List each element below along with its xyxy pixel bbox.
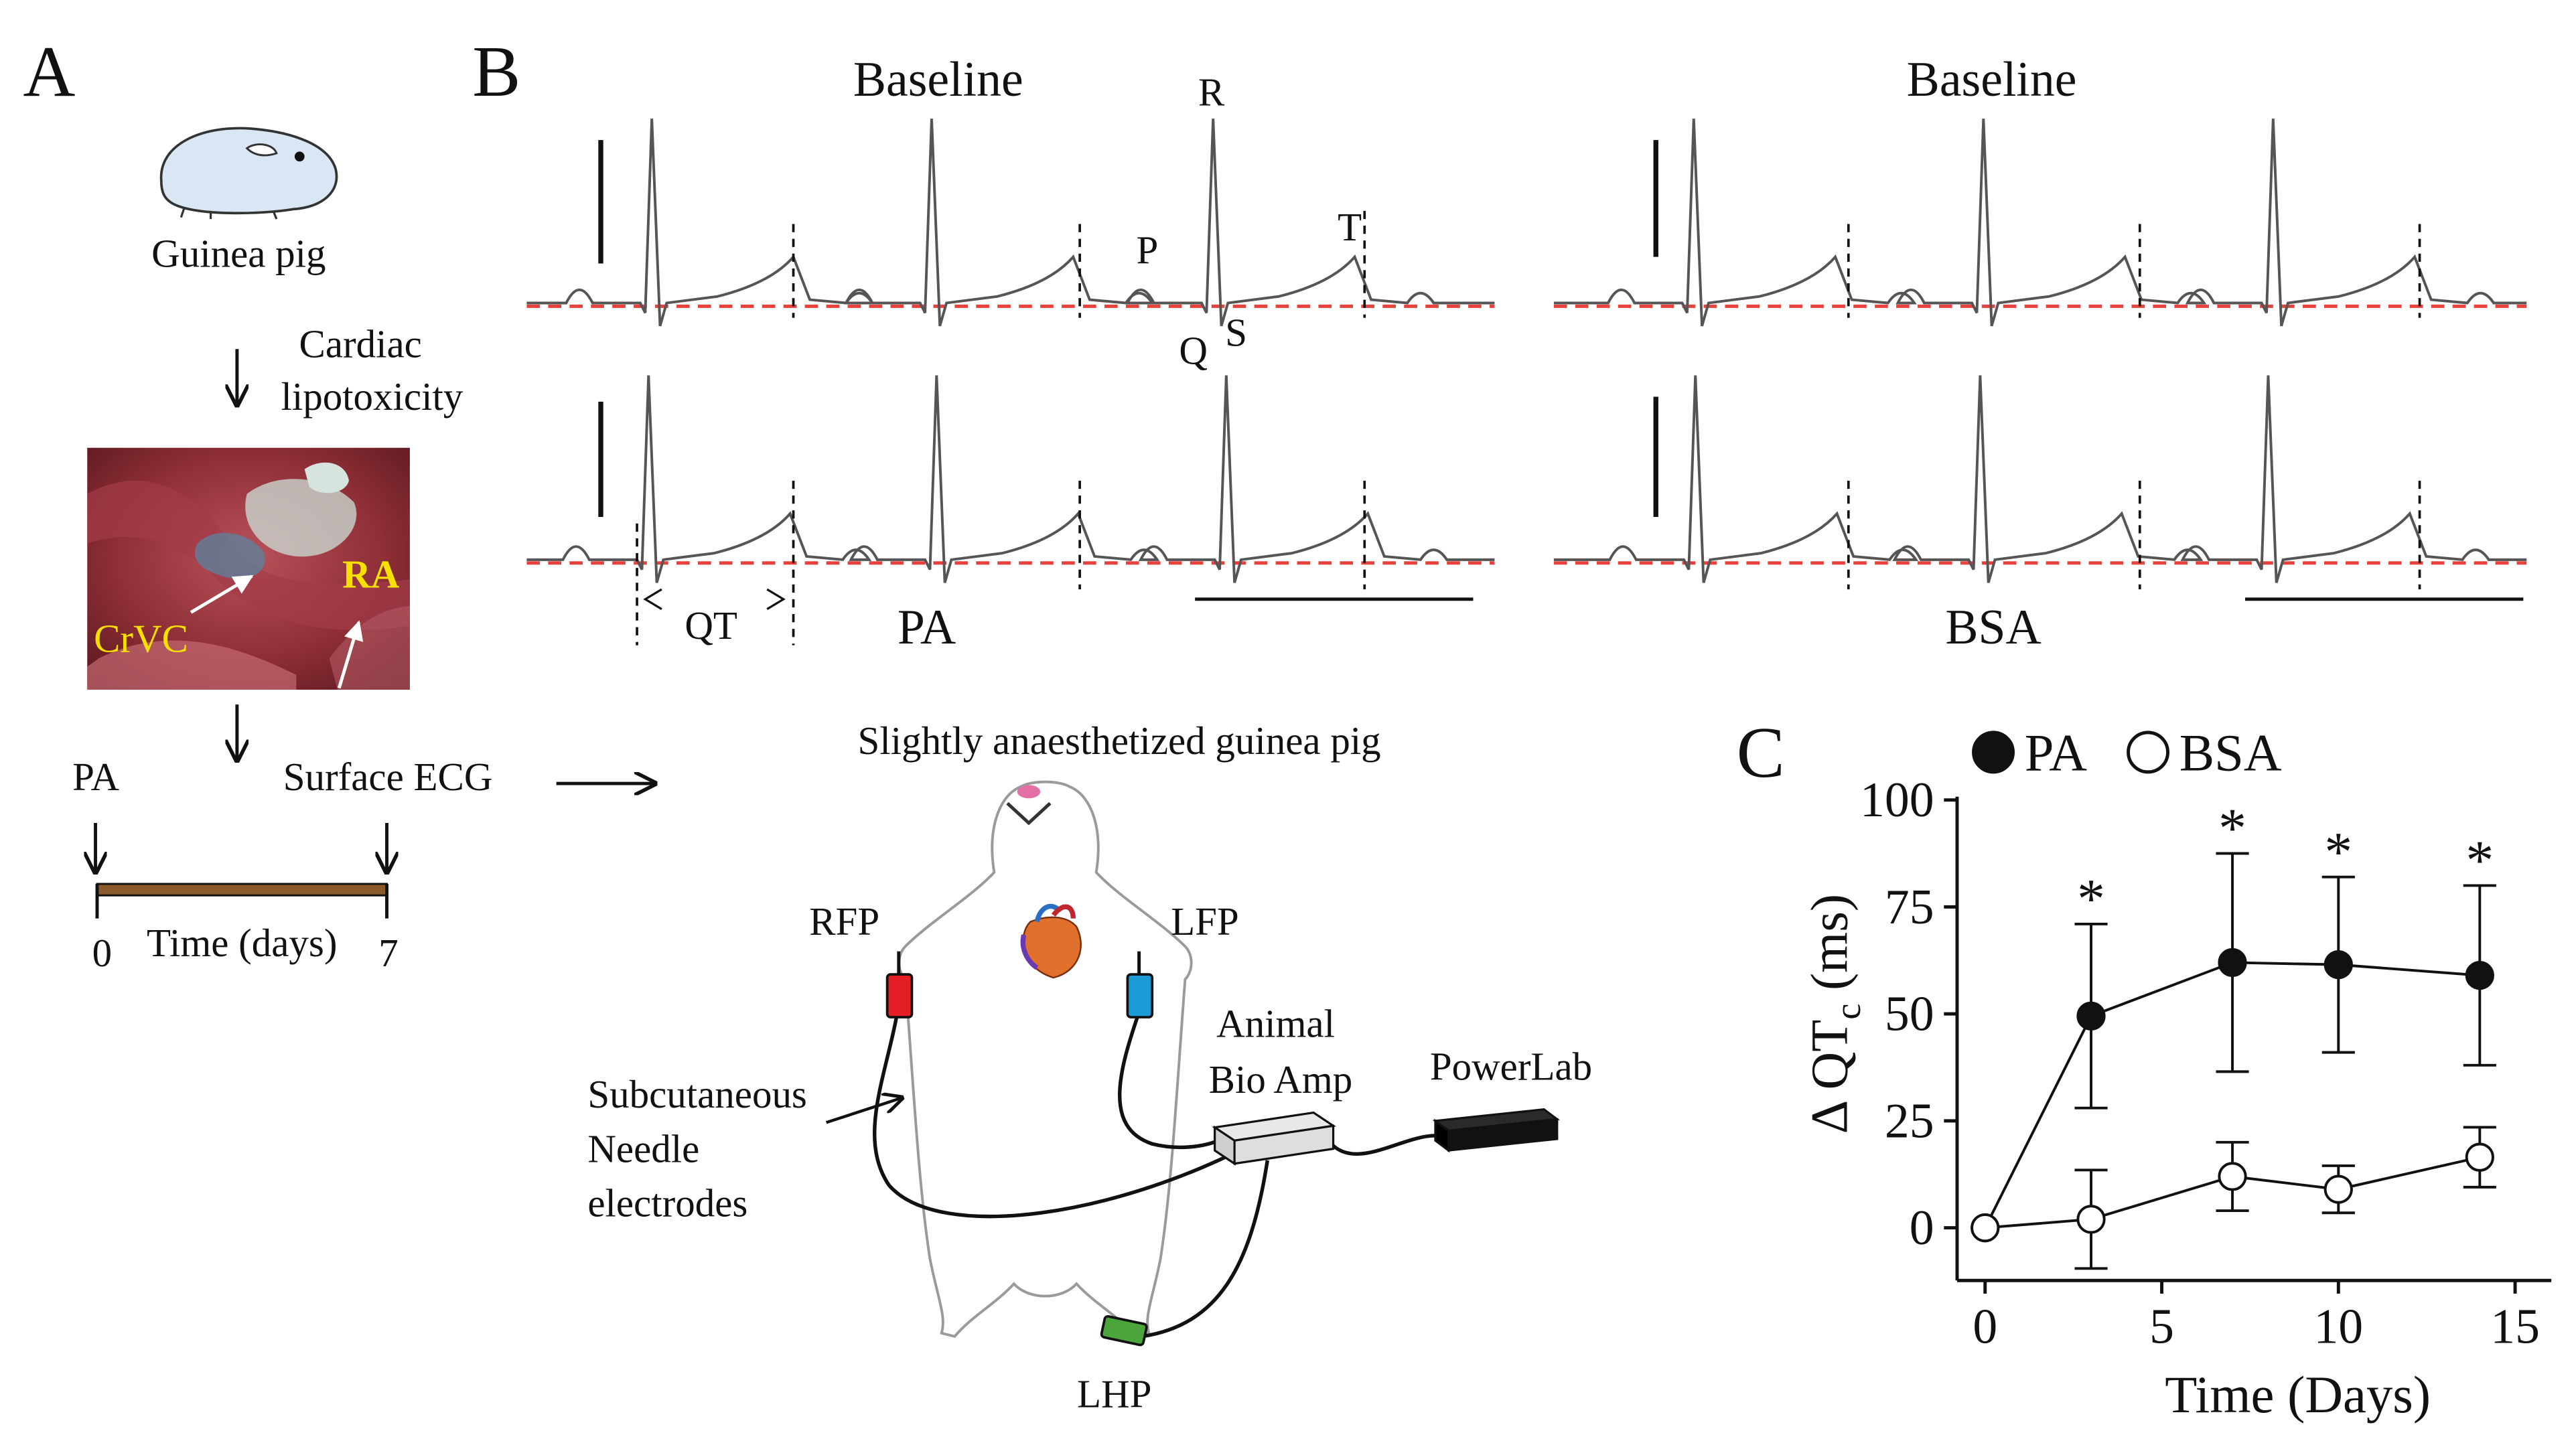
ra-label: RA	[342, 552, 400, 597]
cardiac-label: Cardiac	[299, 322, 422, 366]
data-point	[2076, 1205, 2106, 1234]
crvc-label: CrVC	[94, 616, 188, 660]
wave-s-label: S	[1225, 310, 1247, 354]
time-end-label: 7	[378, 931, 398, 975]
legend-label: PA	[2025, 724, 2088, 782]
lfp-cable	[1118, 1011, 1228, 1150]
bsa-baseline-trace	[1553, 119, 2527, 327]
bio-amp-label: Bio Amp	[1209, 1057, 1353, 1102]
time-label: Time (days)	[147, 921, 337, 965]
animal-nose-icon	[1017, 785, 1041, 799]
significance-star: *	[2324, 822, 2352, 883]
y-tick-label: 0	[1910, 1200, 1934, 1255]
time-start-label: 0	[92, 931, 112, 975]
powerlab-box	[1432, 1108, 1561, 1153]
pa-condition-label: PA	[898, 599, 956, 654]
qt-left-arrow-icon	[643, 588, 662, 610]
pa-label: PA	[72, 755, 119, 799]
x-axis-label: Time (Days)	[2165, 1366, 2431, 1424]
pa-treated-trace	[526, 375, 1495, 583]
data-point	[1971, 1213, 2000, 1243]
y-tick-label: 75	[1885, 879, 1934, 934]
panel-a-label: A	[23, 32, 75, 112]
lhp-electrode	[1100, 1314, 1148, 1347]
wave-r-label: R	[1198, 70, 1225, 115]
powerlab-cable	[1323, 1134, 1435, 1156]
legend-label: BSA	[2179, 724, 2282, 782]
y-axis-label: Δ QTc (ms)	[1800, 894, 1868, 1134]
pa-baseline-trace	[526, 119, 1495, 327]
lfp-electrode	[1126, 973, 1154, 1018]
animal-mouth-icon	[1006, 802, 1052, 826]
bsa-condition-label: BSA	[1945, 599, 2041, 654]
left-baseline-title: Baseline	[853, 52, 1023, 106]
y-tick-label: 50	[1885, 986, 1934, 1041]
surface-ecg-label: Surface ECG	[283, 755, 493, 799]
wave-t-label: T	[1338, 205, 1362, 249]
panel-c-label: C	[1737, 713, 1785, 793]
setup-title: Slightly anaesthetized guinea pig	[858, 718, 1381, 763]
guinea-pig-icon	[159, 127, 338, 220]
surgical-photo	[87, 447, 410, 690]
y-tick-label: 100	[1860, 772, 1934, 827]
panel-b: B Baseline Baseline R P T Q	[472, 32, 2527, 654]
data-point	[2465, 1142, 2494, 1172]
y-tick-label: 25	[1885, 1093, 1934, 1148]
data-point	[2076, 1001, 2106, 1031]
rfp-cable	[873, 1003, 1269, 1219]
qt-markers	[636, 210, 2421, 646]
significance-star: *	[2465, 830, 2494, 892]
panel-b-label: B	[472, 32, 520, 112]
data-point	[2323, 950, 2353, 980]
data-point	[2218, 948, 2247, 978]
rfp-electrode	[885, 973, 914, 1018]
data-point	[2465, 960, 2494, 990]
x-tick-label: 15	[2490, 1299, 2540, 1354]
panel-a: A Guinea pig Cardiac lipotoxicity RA CrV…	[23, 32, 655, 975]
x-tick-label: 5	[2149, 1299, 2174, 1354]
needle-pointer-arrow-icon	[825, 1098, 902, 1124]
lhp-cable	[1142, 1160, 1269, 1339]
setup-diagram: Slightly anaesthetized guinea pig	[587, 718, 1592, 1416]
rfp-label: RFP	[809, 899, 879, 943]
data-point	[2323, 1175, 2353, 1204]
animal-label: Animal	[1216, 1002, 1335, 1046]
needle-label-line3: electrodes	[587, 1181, 747, 1225]
needle-label-line2: Needle	[587, 1126, 699, 1170]
right-baseline-title: Baseline	[1907, 52, 2077, 106]
x-tick-label: 10	[2313, 1299, 2363, 1354]
wave-p-label: P	[1136, 228, 1158, 272]
timeline-bar	[96, 883, 388, 897]
data-point	[2218, 1162, 2247, 1191]
x-tick-label: 0	[1973, 1299, 1997, 1354]
legend-marker	[1972, 731, 2015, 774]
animal-outline	[898, 780, 1193, 1339]
lfp-label: LFP	[1171, 899, 1239, 943]
needle-label-line1: Subcutaneous	[587, 1072, 807, 1116]
wave-q-label: Q	[1179, 328, 1208, 372]
bsa-treated-trace	[1553, 375, 2527, 583]
qt-label: QT	[685, 603, 737, 648]
bio-amp-box	[1212, 1111, 1336, 1166]
heart-icon	[1020, 903, 1082, 979]
lipotoxicity-label: lipotoxicity	[281, 374, 463, 419]
guinea-pig-label: Guinea pig	[151, 231, 326, 275]
powerlab-label: PowerLab	[1430, 1044, 1592, 1088]
ecg-traces	[526, 119, 2527, 583]
lhp-label: LHP	[1077, 1371, 1151, 1416]
significance-star: *	[2218, 798, 2246, 860]
significance-star: *	[2077, 868, 2105, 930]
qt-right-arrow-icon	[766, 588, 786, 610]
legend-marker	[2127, 731, 2169, 774]
